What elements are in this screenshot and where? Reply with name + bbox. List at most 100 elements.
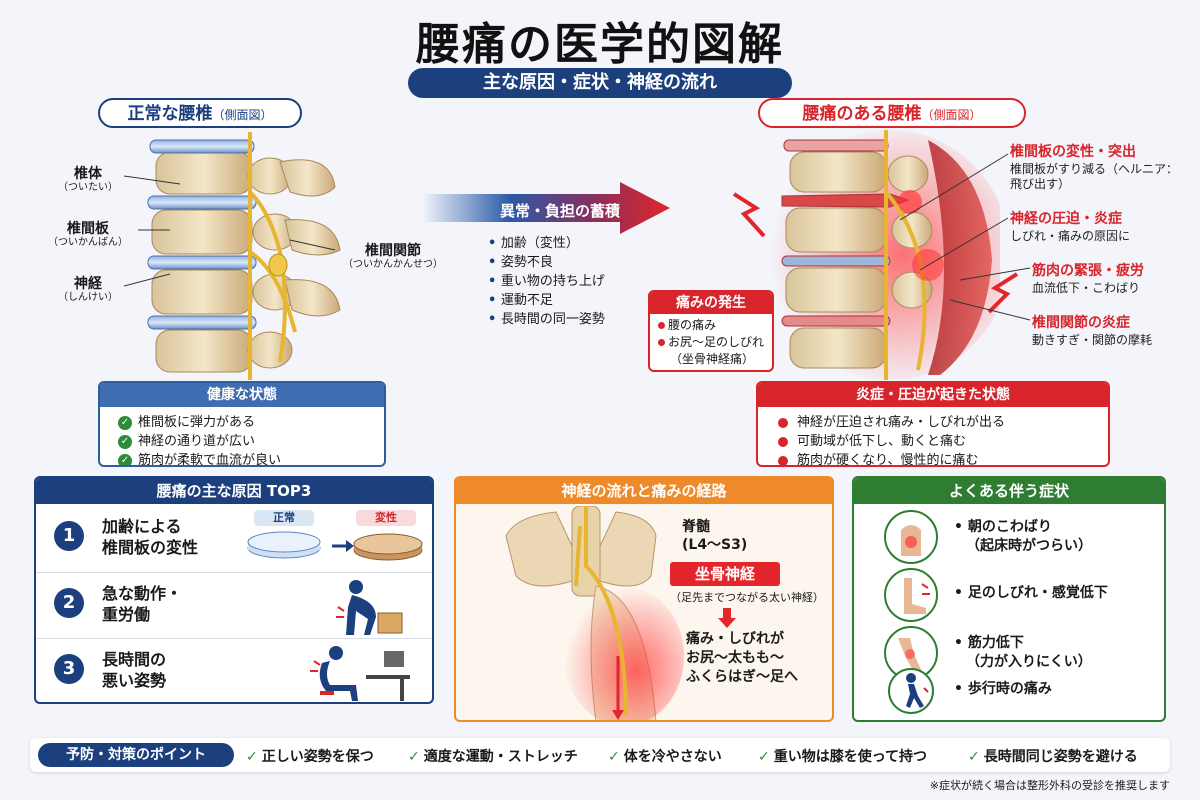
painful-label-leaders [900, 153, 1031, 321]
label-disc-degeneration-name: 椎間板の変性・突出 [1010, 144, 1136, 160]
symptom-line: 足のしびれ・感覚低下 [967, 585, 1108, 601]
healthy-item-text: 椎間板に弾力がある [138, 415, 256, 430]
label-disc-name: 椎間板 [67, 221, 109, 237]
label-disc: 椎間板（ついかんばん） [40, 221, 136, 249]
normal-spine-heading-sub: （側面図） [212, 108, 273, 122]
label-facet-joint: 椎間関節（ついかんかんせつ） [330, 243, 456, 271]
nerve-roots [248, 132, 297, 380]
label-facet-inflammation: 椎間関節の炎症動きすぎ・関節の摩耗 [1032, 315, 1192, 348]
degenerated-discs [781, 139, 910, 327]
painful-spine-heading: 腰痛のある腰椎（側面図） [758, 98, 1026, 128]
cause-number: 2 [54, 588, 84, 618]
pain-route-line: 痛み・しびれが [686, 631, 784, 647]
symptom-text: • 歩行時の痛み [954, 681, 1052, 697]
label-muscle-tension-desc: 血流低下・こわばり [1032, 280, 1141, 295]
red-dot-icon [778, 417, 788, 428]
cause-row: 1 加齢による椎間板の変性 正常 変性 [36, 506, 432, 572]
disc-degenerated-label: 変性 [356, 510, 416, 526]
cause-number: 3 [54, 654, 84, 684]
label-nerve-compression: 神経の圧迫・炎症しびれ・痛みの原因に [1010, 211, 1188, 244]
check-icon: ✓ [118, 434, 132, 449]
causes-panel: 腰痛の主な原因 TOP3 1 加齢による椎間板の変性 正常 変性 2 急な動作・… [34, 476, 434, 704]
pain-route-line: ふくらはぎ〜足へ [686, 669, 798, 685]
intervertebral-discs [147, 139, 257, 330]
label-muscle-tension: 筋肉の緊張・疲労血流低下・こわばり [1032, 263, 1192, 296]
facet-processes [247, 157, 341, 369]
page-subtitle: 主な原因・症状・神経の流れ [408, 68, 792, 98]
accumulation-item: 運動不足 [488, 291, 605, 310]
painful-spine-heading-sub: （側面図） [921, 108, 982, 122]
cause-text: 急な動作・重労働 [102, 583, 182, 625]
cause-line: 加齢による [102, 517, 182, 536]
pelvis-nerve-illustration [505, 506, 684, 720]
pain-item-text: 腰の痛み [668, 318, 717, 332]
label-nerve-reading: （しんけい） [58, 292, 118, 304]
painful-spine-illustration [770, 130, 1000, 380]
disc-normal-label: 正常 [254, 510, 314, 526]
lifting-person-icon [336, 580, 403, 635]
footnote: ※症状が続く場合は整形外科の受診を推奨します [929, 779, 1170, 792]
cause-number: 1 [54, 521, 84, 551]
label-nerve: 神経（しんけい） [58, 276, 118, 304]
nerve-path-panel: 神経の流れと痛みの経路 脊髄(L4〜S3) 坐骨神経 （足先までつながる太い神経… [454, 476, 834, 722]
cause-text: 長時間の悪い姿勢 [102, 649, 166, 691]
label-nerve-compression-desc: しびれ・痛みの原因に [1010, 228, 1131, 243]
prevention-item-text: 正しい姿勢を保つ [261, 749, 374, 765]
cause-line: 重労働 [102, 605, 151, 624]
label-nerve-name: 神経 [74, 276, 102, 292]
label-vertebral-body: 椎体（ついたい） [58, 166, 118, 194]
inflamed-item-text: 神経が圧迫され痛み・しびれが出る [797, 415, 1006, 430]
check-icon: ✓ [408, 749, 420, 765]
symptoms-title: よくある伴う症状 [854, 478, 1164, 504]
healthy-item-text: 筋肉が柔軟で血流が良い [138, 453, 282, 467]
accumulation-list: 加齢（変性） 姿勢不良 重い物の持ち上げ 運動不足 長時間の同一姿勢 [488, 234, 605, 329]
healthy-item: ✓筋肉が柔軟で血流が良い [118, 451, 374, 467]
pain-route-text: 痛み・しびれが お尻〜太もも〜 ふくらはぎ〜足へ [686, 630, 798, 687]
pain-item: お尻〜足のしびれ [656, 334, 766, 351]
check-icon: ✓ [118, 415, 132, 430]
sciatic-nerve-desc: （足先までつながる太い神経） [670, 591, 824, 604]
pain-occurrence-box: 痛みの発生 腰の痛み お尻〜足のしびれ （坐骨神経痛） [648, 290, 774, 372]
spinal-cord-text: 脊髄 [682, 519, 710, 535]
pain-item-note: （坐骨神経痛） [670, 352, 755, 366]
symptom-text: • 足のしびれ・感覚低下 [954, 585, 1108, 601]
prevention-item: ✓重い物は膝を使って持つ [758, 746, 927, 766]
symptom-line: 歩行時の痛み [967, 681, 1052, 697]
tense-muscle [928, 140, 992, 375]
label-facet-reading: （ついかんかんせつ） [343, 259, 443, 271]
bad-posture-desk-icon [310, 646, 410, 701]
inflamed-state-title: 炎症・圧迫が起きた状態 [758, 383, 1108, 407]
inflamed-item: 筋肉が硬くなり、慢性的に痛む [776, 451, 1098, 465]
check-icon: ✓ [246, 749, 258, 765]
healthy-state-title: 健康な状態 [100, 383, 384, 407]
cause-row: 2 急な動作・重労働 [36, 572, 432, 638]
symptom-subline: （力が入りにくい） [966, 654, 1092, 670]
prevention-title: 予防・対策のポイント [38, 743, 234, 767]
cause-text: 加齢による椎間板の変性 [102, 516, 198, 558]
prevention-item: ✓正しい姿勢を保つ [246, 746, 374, 766]
pain-bolt-icon [987, 272, 1019, 314]
inflamed-item: 可動域が低下し、動くと痛む [776, 432, 1098, 451]
symptom-text: • 筋力低下（力が入りにくい） [954, 635, 1092, 670]
disc-comparison-icon [247, 531, 423, 561]
healthy-item: ✓ 椎間板に弾力がある [118, 413, 374, 432]
label-disc-reading: （ついかんばん） [48, 237, 128, 249]
page-title: 腰痛の医学的図解 [416, 19, 784, 70]
label-facet-inflammation-name: 椎間関節の炎症 [1032, 315, 1130, 331]
symptom-line: 筋力低下 [967, 635, 1024, 651]
prevention-item-text: 長時間同じ姿勢を避ける [983, 749, 1138, 765]
cause-line: 急な動作・ [102, 584, 183, 603]
normal-spine-heading-text: 正常な腰椎 [127, 104, 213, 124]
red-dot-icon [778, 455, 788, 465]
prevention-item: ✓体を冷やさない [608, 746, 722, 766]
prevention-item: ✓適度な運動・ストレッチ [408, 746, 578, 766]
spinal-cord-label: 脊髄(L4〜S3) [682, 518, 747, 554]
label-disc-degeneration-desc: 椎間板がすり減る（ヘルニア：飛び出す） [1010, 161, 1179, 191]
back-stiffness-icon [884, 510, 938, 564]
cause-row: 3 長時間の悪い姿勢 [36, 638, 432, 702]
nerve-path-title: 神経の流れと痛みの経路 [456, 478, 832, 504]
healthy-item: ✓神経の通り道が広い [118, 432, 374, 451]
label-nerve-compression-name: 神経の圧迫・炎症 [1010, 211, 1122, 227]
pain-bolt-icon [732, 192, 766, 238]
check-icon: ✓ [968, 749, 980, 765]
